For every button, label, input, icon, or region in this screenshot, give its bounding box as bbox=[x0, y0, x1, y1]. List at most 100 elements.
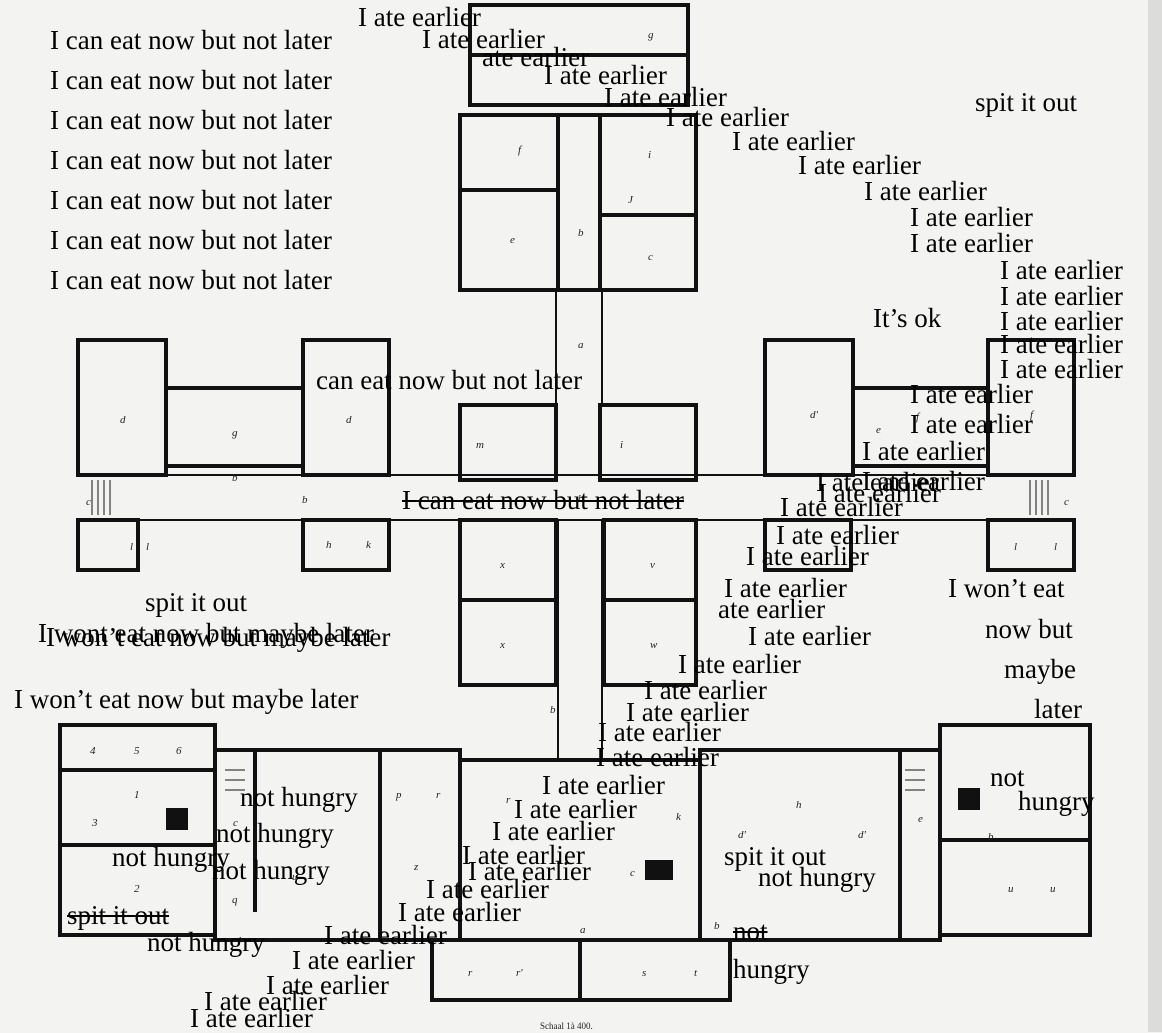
phrase-ate-earlier: I ate earlier bbox=[1000, 281, 1123, 311]
room-label: h bbox=[796, 799, 802, 811]
room-label: d' bbox=[810, 409, 818, 421]
phrase-ate-earlier: I ate earlier bbox=[910, 379, 1033, 409]
phrase-ate-earlier: I ate earlier bbox=[864, 176, 987, 206]
phrase-not-hungry: not hungry bbox=[216, 818, 334, 848]
room-label: 2 bbox=[134, 883, 140, 895]
phrase-wont-eat: maybe bbox=[1004, 654, 1076, 684]
room-label: e bbox=[918, 813, 923, 825]
room-label: d' bbox=[858, 829, 866, 841]
room-label: e bbox=[510, 234, 515, 246]
room-label: c bbox=[630, 867, 635, 879]
room-label: d bbox=[120, 414, 126, 426]
room-label: f bbox=[518, 144, 522, 156]
phrase-ate-earlier: I ate earlier bbox=[666, 102, 789, 132]
phrase-ate-earlier: I ate earlier bbox=[746, 541, 869, 571]
phrase-spit: spit it out bbox=[975, 87, 1078, 117]
phrase-ate-earlier: I ate earlier bbox=[910, 228, 1033, 258]
phrase-ate-earlier: I ate earlier bbox=[514, 794, 637, 824]
phrase-can-eat: I can eat now but not later bbox=[50, 225, 332, 255]
phrase-ate-earlier: I ate earlier bbox=[1000, 354, 1123, 384]
room-label: l bbox=[146, 541, 150, 553]
room-label: f bbox=[916, 411, 920, 423]
phrase-ate-earlier: I ate earlier bbox=[190, 1003, 313, 1033]
room-label: k bbox=[676, 811, 681, 823]
phrase-ate-earlier: I ate earlier bbox=[1000, 255, 1123, 285]
phrase-can-eat: can eat now but not later bbox=[316, 365, 583, 395]
room-label: u bbox=[1008, 883, 1014, 895]
phrase-wont-eat: I won’t eat bbox=[948, 573, 1065, 603]
room-label: J bbox=[628, 194, 633, 206]
room-label: r bbox=[468, 967, 473, 979]
room-label: z bbox=[414, 861, 419, 873]
phrase-wont-eat: now but bbox=[985, 614, 1073, 644]
room-label: 4 bbox=[90, 745, 96, 757]
phrase-ate-earlier: ate earlier bbox=[482, 42, 590, 72]
phrase-ate-earlier: I ate earlier bbox=[468, 856, 591, 886]
phrase-wont-eat: later bbox=[1034, 694, 1082, 724]
phrase-ate-earlier: I ate earlier bbox=[204, 986, 327, 1016]
room-label: x bbox=[500, 639, 505, 651]
phrase-can-eat: I can eat now but not later bbox=[50, 185, 332, 215]
phrase-not-hungry: not hungry bbox=[758, 862, 876, 892]
phrase-can-eat: I can eat now but not later bbox=[50, 65, 332, 95]
phrase-ate-earlier: I ate earlier bbox=[1000, 306, 1123, 336]
room-label: b bbox=[550, 704, 556, 716]
phrase-ate-earlier: I ate earlier bbox=[678, 649, 801, 679]
room-label: c bbox=[233, 817, 238, 829]
room-label: d' bbox=[738, 829, 746, 841]
phrase-ate-earlier: I ate earlier bbox=[798, 150, 921, 180]
room-label: u bbox=[292, 871, 298, 883]
room-label: r bbox=[436, 789, 441, 801]
room-label: b bbox=[988, 831, 994, 843]
room-label: m bbox=[476, 439, 484, 451]
phrase-not: not bbox=[990, 762, 1025, 792]
phrase-wont-eat: I wont eat now but maybe later bbox=[38, 618, 374, 648]
phrase-can-eat: I can eat now but not later bbox=[50, 265, 332, 295]
phrase-ate-earlier: I ate earlier bbox=[422, 24, 545, 54]
room-label: 3 bbox=[92, 817, 98, 829]
phrase-not-hungry: not hungry bbox=[147, 927, 265, 957]
phrase-not-struck: not bbox=[733, 916, 768, 946]
phrase-spit: spit it out bbox=[145, 587, 248, 617]
room-label: i bbox=[620, 439, 624, 451]
phrase-spit: spit it out bbox=[724, 841, 827, 871]
phrase-can-eat-struck: I can eat now but not later bbox=[402, 485, 684, 515]
room-label: w bbox=[650, 639, 658, 651]
phrase-ate-earlier: I ate earlier bbox=[604, 82, 727, 112]
room-label: l bbox=[130, 541, 134, 553]
room-label: b bbox=[578, 493, 584, 505]
room-label: b bbox=[232, 472, 238, 484]
room-label: q bbox=[232, 894, 238, 906]
phrase-ate-earlier: I ate earlier bbox=[644, 675, 767, 705]
phrase-ate-earlier: I ate earlier bbox=[324, 920, 447, 950]
phrase-ate-earlier: ate earlier bbox=[718, 594, 826, 624]
room-label: c bbox=[86, 496, 91, 508]
room-label: r' bbox=[516, 967, 523, 979]
phrase-ate-earlier: I ate earlier bbox=[1000, 329, 1123, 359]
phrase-ate-earlier: I ate earlier bbox=[732, 126, 855, 156]
room-label: c bbox=[1064, 496, 1069, 508]
room-label: s bbox=[642, 967, 647, 979]
room-label: b bbox=[714, 920, 720, 932]
room-label: l bbox=[1054, 541, 1058, 553]
phrase-ate-earlier: I ate earlier bbox=[542, 770, 665, 800]
phrase-hungry: hungry bbox=[1018, 786, 1095, 816]
room-label: x bbox=[500, 559, 505, 571]
phrase-can-eat: I can eat now but not later bbox=[50, 145, 332, 175]
room-label: e bbox=[876, 424, 881, 436]
room-label: p bbox=[396, 789, 402, 801]
phrase-not-hungry: not hungry bbox=[212, 855, 330, 885]
room-label: k bbox=[366, 539, 371, 551]
phrase-hungry: hungry bbox=[733, 954, 810, 984]
phrase-ate-earlier: I ate earlier bbox=[910, 202, 1033, 232]
room-label: u bbox=[1050, 883, 1056, 895]
phrase-not-hungry: not hungry bbox=[112, 842, 230, 872]
phrase-wont-eat: I won’t eat now but maybe later bbox=[46, 622, 391, 652]
phrase-not-hungry: not hungry bbox=[240, 782, 358, 812]
phrase-ate-earlier: I ate earlier bbox=[358, 2, 481, 32]
phrase-ate-earlier: I ate earlier bbox=[492, 816, 615, 846]
room-label: 6 bbox=[176, 745, 182, 757]
phrase-ate-earlier: I ate earlier bbox=[862, 436, 985, 466]
phrase-ate-earlier: I ate earlier bbox=[426, 874, 549, 904]
